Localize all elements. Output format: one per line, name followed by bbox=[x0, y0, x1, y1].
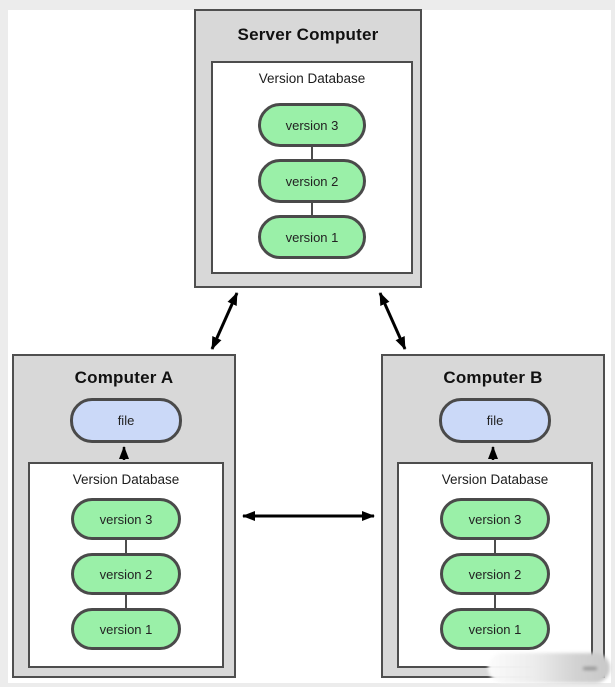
version-pill: version 1 bbox=[258, 215, 366, 259]
blurred-watermark bbox=[488, 653, 610, 683]
version-link-line bbox=[493, 540, 497, 553]
server-version-database-label: Version Database bbox=[258, 71, 366, 86]
computer-a-box: Computer A file Version Database version… bbox=[12, 354, 236, 678]
version-link-line bbox=[310, 203, 314, 215]
version-pill: version 3 bbox=[71, 498, 181, 540]
computer-a-file-pill: file bbox=[70, 398, 182, 443]
computer-b-version-database-box: Version Database version 3 version 2 ver… bbox=[397, 462, 593, 668]
computer-a-version-database-label: Version Database bbox=[72, 472, 180, 487]
version-pill: version 1 bbox=[71, 608, 181, 650]
computer-b-version-database-label: Version Database bbox=[441, 472, 549, 487]
computer-a-version-list: version 3 version 2 version 1 bbox=[30, 498, 222, 650]
version-pill: version 3 bbox=[258, 103, 366, 147]
computer-a-title: Computer A bbox=[74, 368, 174, 387]
computer-b-version-list: version 3 version 2 version 1 bbox=[399, 498, 591, 650]
version-link-line bbox=[310, 147, 314, 159]
version-pill: version 1 bbox=[440, 608, 550, 650]
version-pill: version 3 bbox=[440, 498, 550, 540]
version-pill: version 2 bbox=[440, 553, 550, 595]
server-computer-box: Server Computer Version Database version… bbox=[194, 9, 422, 288]
version-link-line bbox=[124, 540, 128, 553]
version-link-line bbox=[493, 595, 497, 608]
computer-b-box: Computer B file Version Database version… bbox=[381, 354, 605, 678]
computer-b-title: Computer B bbox=[443, 368, 543, 387]
watermark-text-remnant bbox=[583, 667, 598, 670]
computer-a-version-database-box: Version Database version 3 version 2 ver… bbox=[28, 462, 224, 668]
computer-b-file-pill: file bbox=[439, 398, 551, 443]
server-computer-title: Server Computer bbox=[237, 25, 379, 44]
version-pill: version 2 bbox=[258, 159, 366, 203]
version-pill: version 2 bbox=[71, 553, 181, 595]
server-version-database-box: Version Database version 3 version 2 ver… bbox=[211, 61, 413, 274]
server-version-list: version 3 version 2 version 1 bbox=[213, 103, 411, 259]
version-link-line bbox=[124, 595, 128, 608]
